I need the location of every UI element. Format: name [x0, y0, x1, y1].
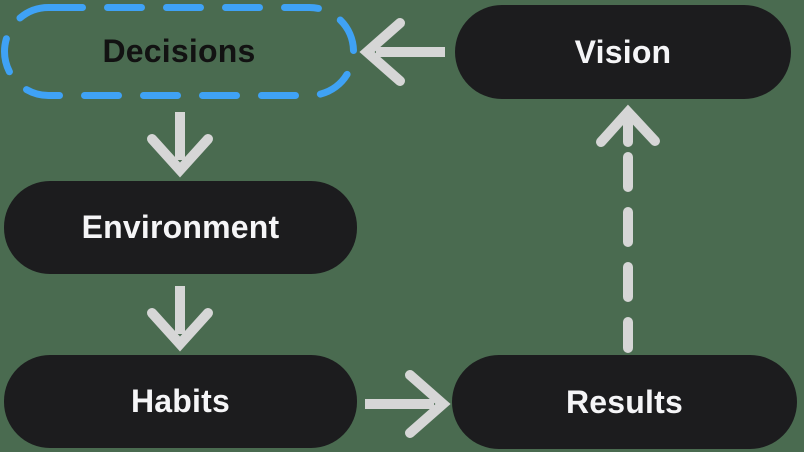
arrow-results-to-vision-dashed: [596, 104, 660, 353]
node-habits-label: Habits: [131, 383, 230, 419]
node-vision[interactable]: Vision: [455, 5, 791, 99]
node-vision-label: Vision: [574, 33, 672, 70]
node-environment-label: Environment: [81, 209, 280, 245]
node-decisions[interactable]: Decisions: [0, 3, 358, 100]
node-results-label: Results: [566, 383, 683, 420]
node-habits[interactable]: Habits: [4, 355, 357, 448]
node-results[interactable]: Results: [452, 355, 797, 449]
arrow-habits-to-results: [365, 370, 451, 438]
arrow-vision-to-decisions: [359, 18, 445, 86]
arrow-decisions-to-environment: [147, 112, 213, 178]
node-environment[interactable]: Environment: [4, 181, 357, 274]
node-decisions-label: Decisions: [102, 33, 256, 69]
arrow-environment-to-habits: [147, 286, 213, 352]
